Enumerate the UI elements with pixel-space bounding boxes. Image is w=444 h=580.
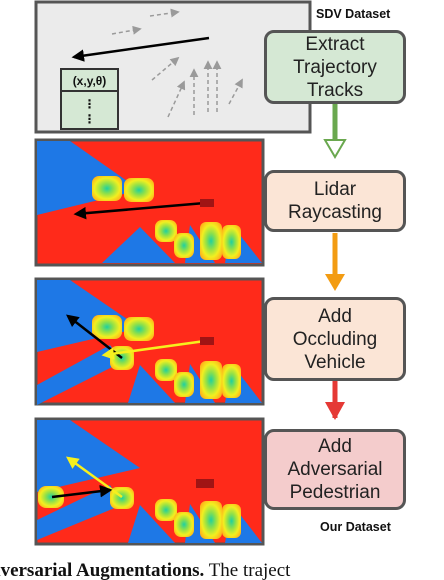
pipeline-arrows: [323, 104, 347, 420]
vehicle-blob: [92, 315, 241, 399]
dataset-label-bottom: Our Dataset: [320, 520, 391, 534]
trajectory-arrow: [71, 36, 210, 62]
step-label: Extract Trajectory Tracks: [293, 33, 377, 101]
vehicle-blob: [92, 176, 241, 260]
ego-car: [200, 337, 214, 345]
flow-arrow-head: [323, 139, 347, 159]
track-arrow: [111, 25, 142, 35]
table-header: (x,y,θ): [73, 74, 107, 88]
track-arrow: [151, 56, 180, 81]
table-row: ⋮: [84, 97, 96, 111]
occluder-arrow: [101, 339, 206, 360]
step-occluding-vehicle: Add Occluding Vehicle: [264, 297, 406, 381]
vehicle-blob: [38, 486, 241, 539]
track-arrow: [228, 78, 243, 105]
trajectory-arrow: [73, 201, 206, 220]
ego-car: [200, 199, 214, 207]
occluding-vehicle-panel: [34, 277, 265, 406]
dataset-label-top: SDV Dataset: [316, 7, 391, 21]
step-label: Lidar Raycasting: [288, 179, 382, 223]
table-row: ⋮: [84, 112, 96, 126]
caption-bold: dversarial Augmentations.: [0, 560, 205, 580]
track-arrow: [149, 8, 180, 18]
pedestrian-arrow: [51, 484, 113, 499]
flow-arrow-head: [325, 402, 345, 420]
occluder-arrow: [65, 456, 123, 499]
figure-caption: dversarial Augmentations. The traject: [0, 560, 444, 580]
caption-text: The traject: [204, 560, 291, 580]
step-label: Add Occluding Vehicle: [292, 305, 378, 373]
flow-arrow-head: [325, 274, 345, 291]
step-lidar-raycasting: Lidar Raycasting: [264, 170, 406, 232]
ego-car: [196, 479, 214, 488]
step-extract-tracks: Extract Trajectory Tracks: [264, 30, 406, 104]
step-adversarial-pedestrian: Add Adversarial Pedestrian: [264, 429, 406, 510]
adversarial-pedestrian-panel: [34, 417, 265, 546]
step-label: Add Adversarial Pedestrian: [287, 436, 383, 503]
lidar-panel: [34, 138, 265, 267]
track-table: (x,y,θ) ⋮ ⋮: [60, 68, 119, 130]
